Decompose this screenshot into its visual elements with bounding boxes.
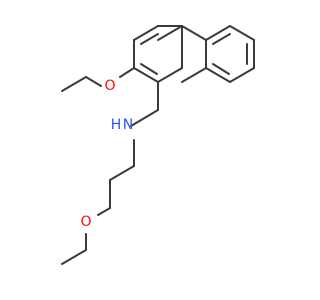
double-bond-inner [212,63,230,75]
propyl-chain [97,139,135,216]
bond [229,67,255,83]
bond [85,76,102,87]
bond-ch2-to-nitrogen [130,109,159,127]
bond [119,67,135,78]
nitrogen-atom: N [123,117,133,133]
bond [157,67,183,83]
bond [61,76,87,92]
bond [205,67,231,83]
bond [205,25,231,41]
double-bond-inner [140,33,159,45]
bond [181,25,207,41]
bond [157,25,183,41]
hydrogen-atom-on-nitrogen: H [111,117,122,133]
ethoxy-group-bottom [61,233,87,265]
ethoxy-group-top [61,67,135,92]
bond [97,207,111,216]
bond [181,67,207,83]
bond [133,67,159,83]
oxygen-atom-bottom: O [80,214,91,230]
bond [61,249,87,265]
bond [109,165,135,181]
double-bond-inner [212,33,231,45]
bond [229,25,255,41]
naphthalene-left-ring [133,25,183,83]
molecule-structure-diagram: O H N O [61,25,255,265]
double-bond-inner [140,63,158,75]
oxygen-atom-top: O [104,78,115,94]
naphthalene-right-ring [181,25,255,83]
bond [133,25,159,41]
